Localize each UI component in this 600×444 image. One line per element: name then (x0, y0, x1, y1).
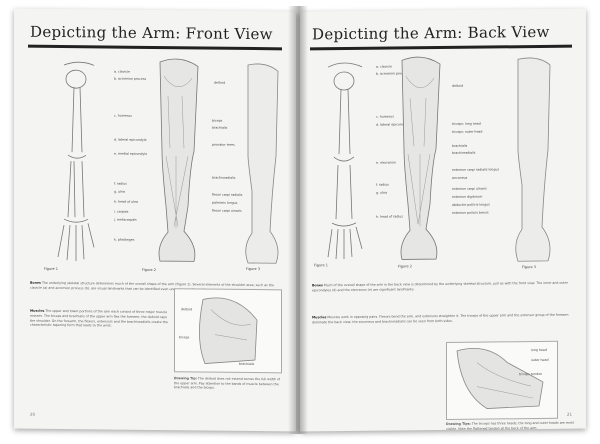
shoulder-drawing (199, 297, 258, 364)
muscle-label: deltoid (452, 83, 463, 88)
skeleton-label: d. lateral epicondyle (114, 137, 147, 142)
muscle-label: brachialis (212, 125, 228, 130)
figure-caption: Figure 2 (142, 267, 157, 273)
drawing-tip: Drawing Tip: The deltoid does not extend… (174, 376, 282, 391)
muscle-label: extensor digitorum (452, 194, 483, 199)
muscle-back-drawing (400, 56, 441, 260)
muscle-label: triceps: outer head (452, 129, 483, 134)
figure-muscles-back (396, 54, 446, 265)
skeleton-label: h. head of ulna (114, 199, 138, 204)
bones-text: Bones Much of the overall shape of the a… (312, 281, 574, 293)
figure-surface-back (510, 55, 560, 266)
shoulder-back-drawing (456, 348, 544, 409)
muscles-heading: Muscles (30, 308, 45, 313)
skeleton-label: k. phalanges (114, 237, 135, 242)
page-number: 21 (566, 411, 572, 417)
skeleton-label: j. metacarpals (114, 217, 137, 222)
drawing-tip-heading: Drawing Tip: (174, 376, 197, 381)
page-title: Depicting the Arm: Back View (312, 22, 550, 44)
muscle-label: extensor carpi ulnaris (452, 186, 487, 191)
muscle-label: biceps (212, 118, 223, 123)
bones-body: Much of the overall shape of the arm in … (312, 280, 568, 293)
skeleton-label: c. humerus (376, 114, 394, 119)
inset-label: biceps (179, 335, 190, 340)
muscle-label: deltoid (214, 80, 225, 85)
muscle-label: flexor carpi radialis (212, 192, 243, 197)
skeleton-label: g. ulna (114, 189, 125, 194)
inset-shoulder-back: long head outer head triceps tendon (446, 340, 558, 420)
skeleton-label: f. radius (376, 182, 389, 187)
muscle-label: flexor carpi ulnaris (212, 208, 242, 213)
muscle-label: pronator teres (212, 142, 235, 147)
surface-back-drawing (515, 57, 551, 262)
surface-arm-drawing (245, 63, 279, 264)
skeleton-label: a. clavicle (114, 69, 130, 74)
figure-caption: Figure 3 (522, 265, 537, 270)
figure-caption: Figure 3 (246, 266, 261, 272)
figure-caption: Figure 2 (398, 264, 413, 269)
skeleton-label: i. carpals (114, 209, 129, 214)
muscle-arm-drawing (158, 58, 199, 262)
muscle-label: palmaris longus (212, 200, 238, 205)
muscles-heading: Muscles (312, 315, 327, 320)
bones-heading: Bones (312, 283, 323, 288)
left-page: Depicting the Arm: Front View a. clavicl… (14, 8, 296, 432)
muscle-label: anconeus (452, 175, 468, 180)
skeleton-label: f. radius (114, 181, 127, 186)
inset-label: triceps tendon (519, 371, 543, 377)
book-gutter (288, 6, 308, 434)
bones-heading: Bones (30, 280, 41, 285)
muscle-label: abductor pollicis longus (452, 202, 490, 207)
muscle-label: brachioradialis (452, 150, 476, 155)
skeleton-back-drawing (327, 62, 363, 260)
muscles-body: Muscles work in opposing pairs. Flexors … (312, 312, 569, 325)
figure-muscles-front (154, 56, 204, 267)
skeleton-label: c. humerus (114, 113, 132, 118)
muscle-label: triceps: long head (452, 121, 481, 126)
skeleton-label: b. acromion process (114, 76, 147, 81)
figure-skeleton-back (322, 59, 382, 260)
figure-caption: Figure 1 (44, 266, 59, 271)
muscle-label: brachioradialis (212, 175, 236, 180)
drawing-tip: Drawing Tips: The triceps has three head… (446, 421, 574, 432)
page-title: Depicting the Arm: Front View (30, 22, 273, 44)
muscles-text: Muscles Muscles work in opposing pairs. … (312, 313, 574, 325)
muscles-text: Muscles The upper and lower portions of … (30, 309, 170, 330)
figure-surface-front (240, 61, 286, 266)
muscle-label: extensor carpi radialis longus (452, 167, 500, 172)
title-rule (310, 44, 572, 51)
page-number: 20 (30, 411, 36, 417)
skeleton-label: a. clavicle (376, 64, 392, 69)
drawing-tip-heading: Drawing Tips: (446, 421, 471, 426)
inset-shoulder-front: deltoid biceps brachialis (174, 288, 282, 374)
right-page: Depicting the Arm: Back View a. clavicle… (300, 8, 586, 432)
muscle-label: brachialis (452, 143, 468, 148)
inset-label: deltoid (181, 307, 192, 312)
skeleton-label: e. olecranon (376, 160, 396, 165)
figure-caption: Figure 1 (314, 263, 329, 268)
muscles-body: The upper and lower portions of the arm … (30, 308, 168, 328)
inset-label: long head (531, 347, 547, 353)
skeleton-label: g. ulna (376, 190, 387, 195)
inset-label: outer head (531, 357, 549, 363)
skeleton-label: e. medial epicondyle (114, 151, 148, 156)
muscle-label: extensor pollicis brevis (452, 210, 489, 215)
figure-skeleton-front (54, 57, 124, 263)
title-rule (28, 44, 282, 51)
inset-label: brachialis (239, 361, 255, 367)
skeleton-arm-drawing (57, 61, 95, 262)
